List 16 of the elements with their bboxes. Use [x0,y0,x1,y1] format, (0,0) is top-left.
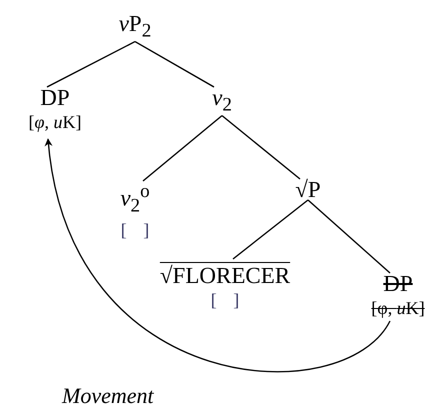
tree-branch [46,41,136,88]
phrase-label: v$_{2}$ [212,84,232,118]
feature-label: [φ, uK] [28,111,82,133]
tree-branch [134,41,214,88]
phrase-label: DP [39,84,71,111]
tree-branch [142,115,222,182]
tree-branch [222,115,300,180]
phrase-label: DP [382,270,414,297]
root-label: √FLORECER [160,262,290,289]
movement-arrow [45,138,390,372]
tree-branch [232,199,308,260]
feature-label: [ ] [210,289,240,311]
feature-label: [ ] [120,219,150,242]
tree-branch [308,200,390,274]
phrase-label: vP$_{2}$ [118,10,152,44]
phrase-label: √P [295,176,321,203]
